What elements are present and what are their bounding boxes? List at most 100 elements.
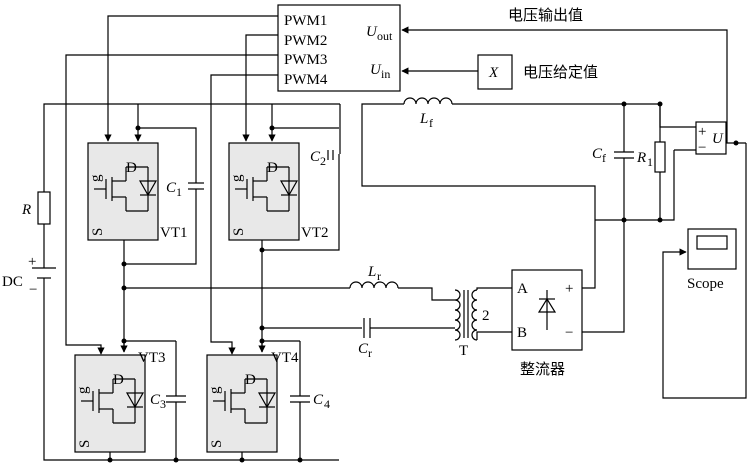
lr-inductor [349, 281, 399, 289]
c2-sub: 2 [320, 154, 326, 168]
port-a: A [517, 281, 528, 297]
vt2-gate-pin: g [229, 174, 245, 182]
c1-top-wire [138, 127, 197, 183]
c2-label: C [310, 149, 321, 165]
junction [269, 125, 275, 131]
c4-label: C [313, 392, 324, 408]
transformer: 2 T [454, 287, 512, 359]
c1-label: C [166, 180, 177, 196]
vt4-source-pin: S [209, 440, 225, 448]
vt1-drain-pin: D [126, 160, 137, 176]
vt1-label: VT1 [160, 225, 188, 241]
lr-sub: r [377, 269, 381, 283]
lf-sub: f [429, 116, 433, 130]
c1-bottom-wire [124, 189, 197, 265]
vt4-switch: g D S VT4 C 4 [206, 341, 330, 460]
x-label: X [488, 65, 499, 81]
turns-label: 2 [482, 308, 490, 324]
vt4-mosfet-icon [213, 378, 277, 424]
vt3-source-pin: S [77, 440, 93, 448]
junction [121, 261, 127, 267]
dc-plus: + [28, 254, 36, 270]
top-bus [134, 104, 341, 228]
cr-label: C [358, 341, 369, 357]
u-sensor-box [695, 121, 727, 155]
output-bottom-wire [582, 220, 625, 333]
vt4-drain-pin: D [245, 372, 256, 388]
vt3-mosfet-icon [81, 378, 145, 424]
c3-sub: 3 [160, 397, 166, 411]
voltage-sensor: + − U [662, 121, 747, 399]
lf-inductor [403, 97, 453, 105]
pwm1-label: PWM1 [284, 13, 327, 29]
r1-label: R [636, 150, 646, 166]
c4-sub: 4 [324, 397, 330, 411]
pwm1-wire [104, 15, 278, 142]
uout-label: U [366, 24, 378, 40]
lr-label: L [367, 264, 376, 280]
cf-label: C [592, 146, 603, 162]
uout-feedback-wire [401, 26, 728, 143]
output-top-wire [361, 103, 596, 289]
pwm-routing [65, 15, 278, 355]
rectifier: A B + − 整流器 [511, 269, 583, 378]
voltage-output-feedback: 电压输出值 [401, 6, 728, 143]
transformer-secondary [471, 289, 478, 341]
vt1-source-pin: S [90, 228, 106, 236]
vt1-switch: g D S VT1 C 1 [87, 142, 204, 265]
pwm3-wire [65, 54, 278, 355]
cf-sub: f [602, 151, 606, 165]
lf-label: L [419, 111, 428, 127]
pwm2-wire [242, 34, 278, 142]
rectifier-label: 整流器 [520, 360, 565, 378]
sensor-minus: − [698, 140, 706, 156]
vt2-mosfet-icon [235, 166, 299, 212]
vt3-switch: g D S VT3 C 3 [74, 341, 186, 460]
resonant-tank: L r C r [124, 264, 455, 360]
lf-right-wire [452, 103, 674, 128]
c2-bottom-wire [262, 228, 340, 251]
voltage-given-label: 电压给定值 [523, 63, 598, 81]
junction [621, 101, 627, 107]
junction [107, 457, 113, 463]
pwm4-label: PWM4 [284, 72, 328, 88]
transformer-primary [454, 289, 461, 341]
dc-top-wire [43, 103, 340, 192]
vt1-gate-pin: g [88, 174, 104, 182]
junction [297, 457, 303, 463]
bottom-bus [107, 452, 303, 463]
reference-block: X 电压给定值 [401, 54, 598, 90]
pwm-controller-box [277, 4, 401, 92]
c3-label: C [150, 392, 161, 408]
junction [657, 217, 663, 223]
rect-minus: − [565, 325, 573, 341]
resistor-r [37, 191, 51, 225]
pwm2-label: PWM2 [284, 33, 327, 49]
output-filter: L f C f R 1 [361, 97, 675, 333]
rect-plus: + [565, 281, 573, 297]
sec-bottom-wire [476, 331, 512, 340]
diode-icon [537, 290, 557, 330]
vt1-mosfet-icon [94, 166, 158, 212]
junction [657, 101, 663, 107]
resistor-r-label: R [21, 202, 31, 218]
junction [173, 457, 179, 463]
r1-resistor [654, 141, 666, 173]
pwm3-label: PWM3 [284, 52, 327, 68]
dc-minus: − [29, 282, 37, 298]
voltage-output-label: 电压输出值 [508, 6, 583, 24]
pwm-controller: PWM1 PWM2 PWM3 PWM4 U out U in [277, 4, 401, 92]
vt2-source-pin: S [231, 228, 247, 236]
sensor-plus: + [698, 124, 706, 140]
vt3-drain-pin: D [113, 372, 124, 388]
scope-label: Scope [687, 276, 724, 292]
vt4-gate-pin: g [207, 386, 223, 394]
lr-right-wire [398, 287, 455, 301]
cr-sub: r [368, 346, 372, 360]
vt2-drain-pin: D [267, 160, 278, 176]
u-sensor-label: U [712, 131, 724, 147]
r1-sub: 1 [647, 155, 653, 169]
port-b: B [517, 325, 527, 341]
junction [135, 125, 141, 131]
vt4-label: VT4 [271, 350, 299, 366]
